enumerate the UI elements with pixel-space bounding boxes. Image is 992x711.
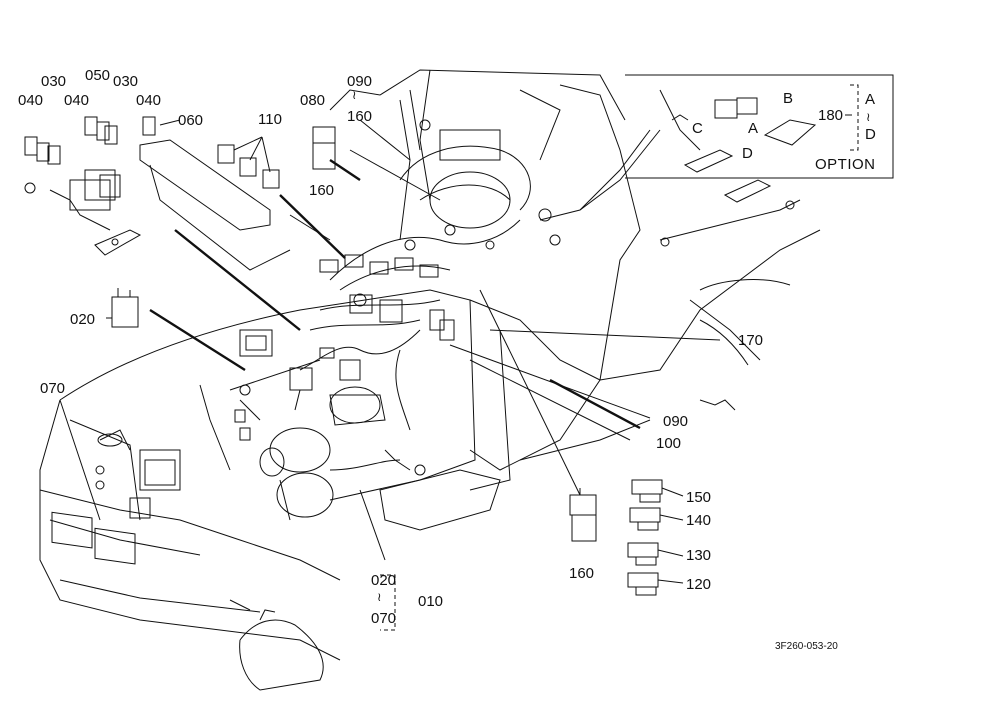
label-range-d: D <box>865 126 876 143</box>
front-light-assembly <box>95 429 181 519</box>
lower-harness-branch <box>229 329 426 521</box>
relay-020 <box>111 288 139 328</box>
label-060: 060 <box>178 112 204 129</box>
label-c: C <box>692 120 703 137</box>
label-040-b: 040 <box>64 92 90 109</box>
label-020-b: 020 <box>371 572 397 589</box>
connector-160-lower <box>569 488 597 542</box>
hand-illustration <box>229 599 324 691</box>
label-030-a: 030 <box>41 73 67 90</box>
range-markers <box>380 84 859 631</box>
label-160-a: 160 <box>347 108 373 125</box>
label-090-b: 090 <box>663 413 689 430</box>
tilde-020-070: ≀ <box>377 590 382 604</box>
label-d: D <box>742 145 753 162</box>
dash-panel-outline <box>139 69 821 531</box>
label-range-a: A <box>865 91 876 108</box>
option-label: OPTION <box>815 156 876 173</box>
label-070-b: 070 <box>371 610 397 627</box>
label-140: 140 <box>686 512 712 529</box>
tilde-090-160: ≀ <box>352 88 357 102</box>
label-170: 170 <box>738 332 764 349</box>
label-040-a: 040 <box>18 92 44 109</box>
central-harness-bundle <box>309 89 661 341</box>
drawing-code: 3F260-053-20 <box>775 641 838 652</box>
leader-lines <box>59 114 852 584</box>
label-080: 080 <box>300 92 326 109</box>
blade-fuses <box>627 479 663 596</box>
label-090-a: 090 <box>347 73 373 90</box>
rear-option-harness <box>579 129 801 411</box>
label-010: 010 <box>418 593 444 610</box>
label-160-b: 160 <box>309 182 335 199</box>
label-150: 150 <box>686 489 712 506</box>
label-130: 130 <box>686 547 712 564</box>
connector-080-160 <box>312 126 336 170</box>
label-100: 100 <box>656 435 682 452</box>
label-030-b: 030 <box>113 73 139 90</box>
label-020-a: 020 <box>70 311 96 328</box>
label-050: 050 <box>85 67 111 84</box>
label-b: B <box>783 90 794 107</box>
option-connectors <box>625 74 894 203</box>
label-040-c: 040 <box>136 92 162 109</box>
tractor-hood-outline <box>39 289 476 661</box>
callout-pointers <box>149 159 641 430</box>
label-110: 110 <box>258 111 282 128</box>
label-a: A <box>748 120 759 137</box>
label-180: 180 <box>818 107 844 124</box>
label-160-c: 160 <box>569 565 595 582</box>
label-120: 120 <box>686 576 712 593</box>
relay-group-left <box>24 116 156 256</box>
label-070-a: 070 <box>40 380 66 397</box>
relays-110 <box>217 144 280 189</box>
tilde-a-d: ≀ <box>866 110 871 124</box>
